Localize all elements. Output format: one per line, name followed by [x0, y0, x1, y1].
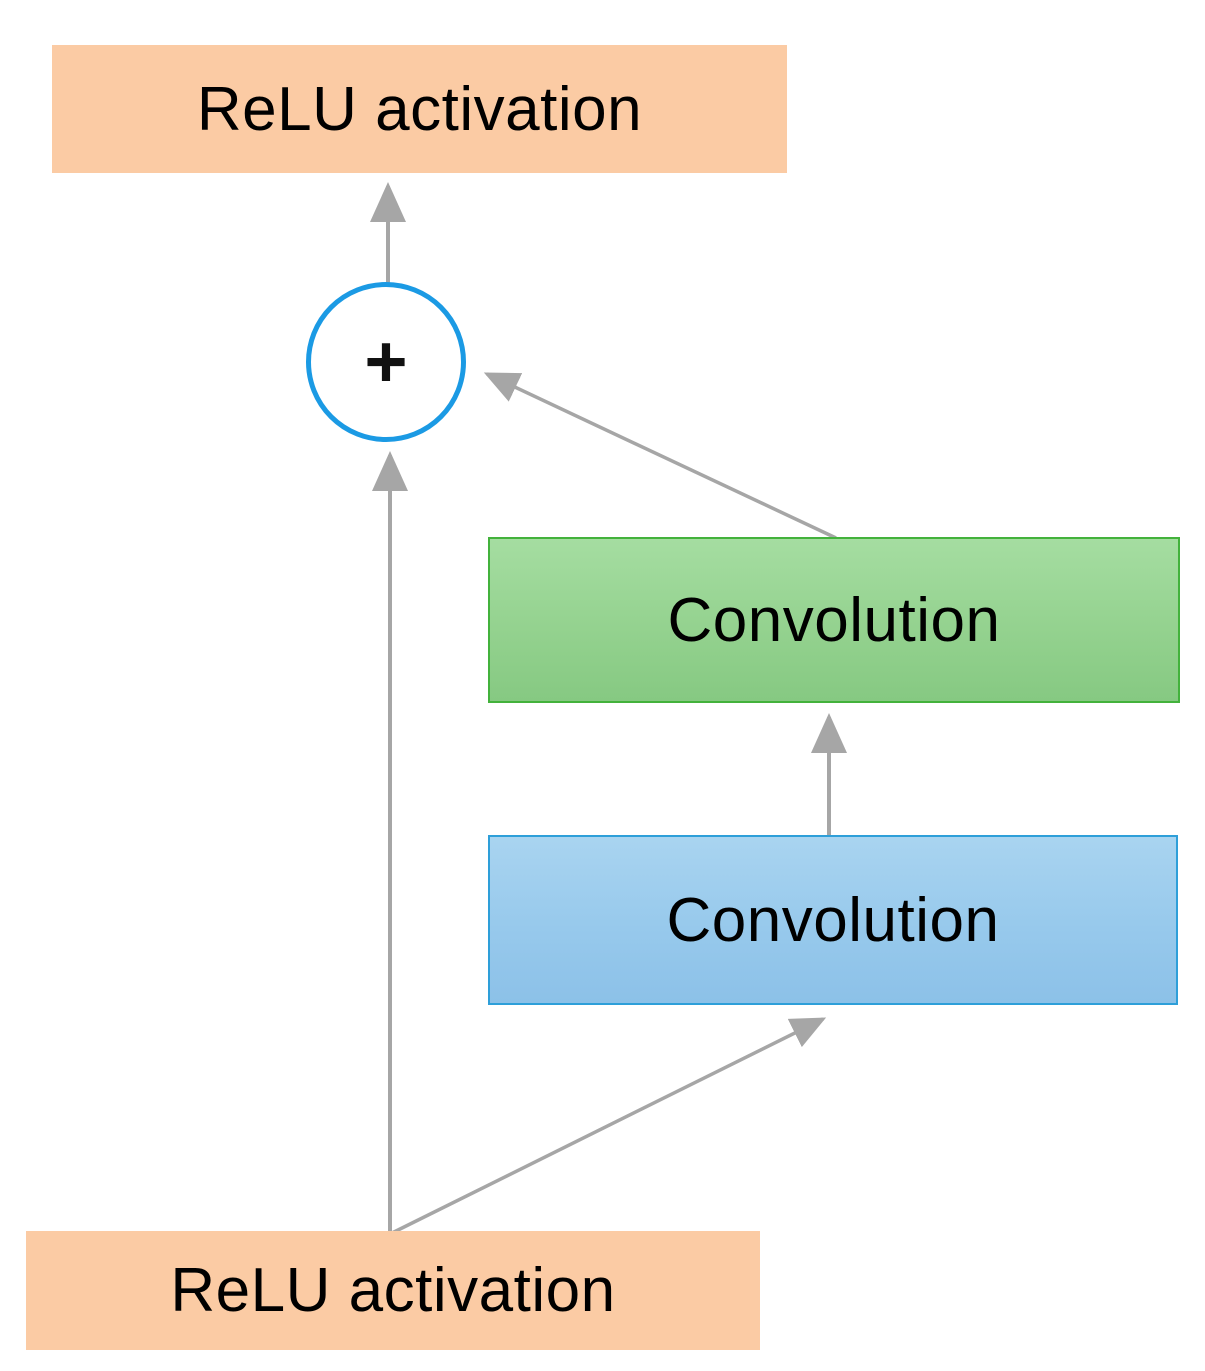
edge-conv-green-to-sum	[483, 372, 837, 540]
node-relu-activation-bottom-label: ReLU activation	[170, 1256, 616, 1325]
node-sum-operator-label: +	[364, 320, 408, 403]
node-relu-activation-top-label: ReLU activation	[196, 74, 643, 144]
node-convolution-green[interactable]: Convolution	[488, 537, 1180, 703]
node-relu-activation-bottom[interactable]: ReLU activation	[26, 1231, 760, 1350]
edge-relu-bottom-to-conv-blue	[391, 1017, 827, 1235]
node-convolution-blue[interactable]: Convolution	[488, 835, 1178, 1005]
node-convolution-green-label: Convolution	[667, 585, 1001, 655]
node-convolution-blue-label: Convolution	[666, 885, 1000, 955]
node-relu-activation-top[interactable]: ReLU activation	[52, 45, 787, 173]
node-sum-operator[interactable]: +	[306, 282, 466, 442]
